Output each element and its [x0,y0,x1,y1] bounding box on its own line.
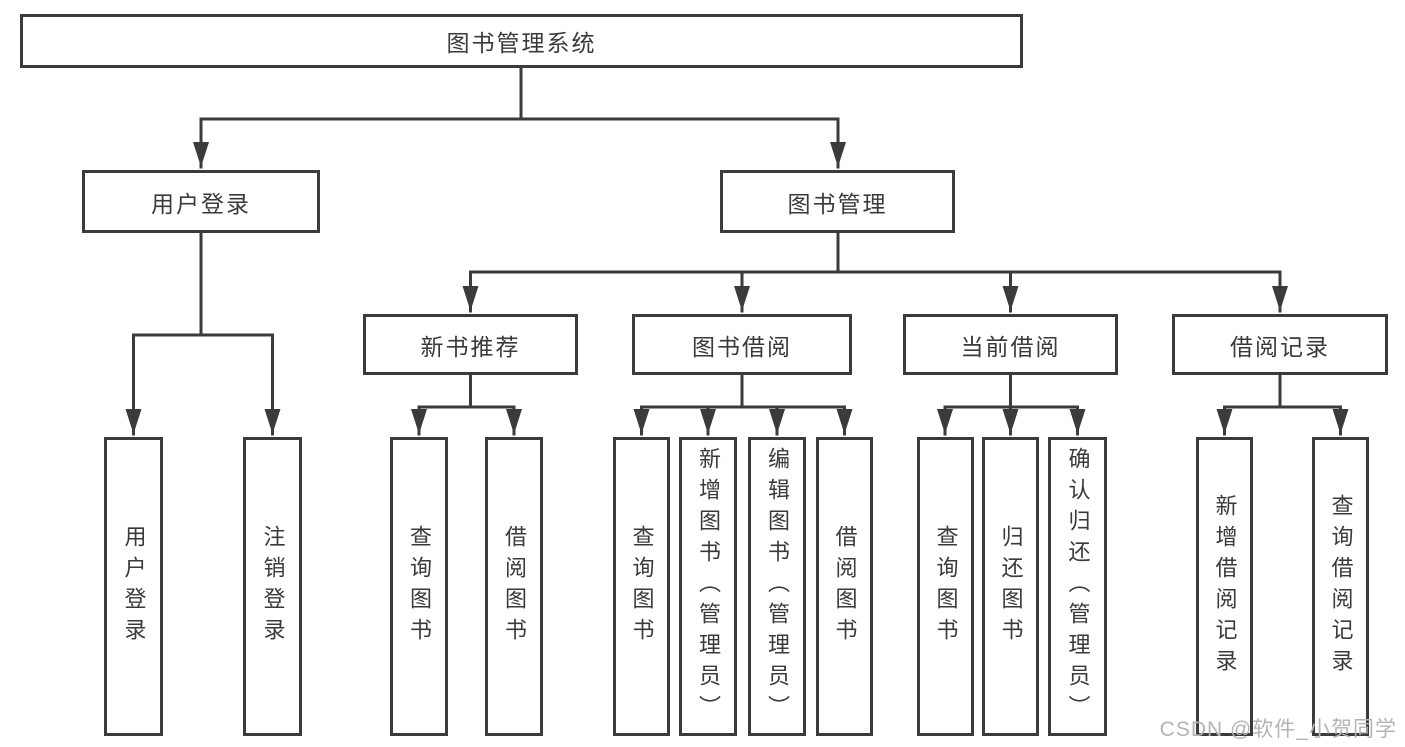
leaf-newbooks-borrow-books: 借阅图书 [485,437,543,736]
edge-book-management-to-sections [462,231,1288,313]
leaf-records-query-record: 查询借阅记录 [1312,437,1369,736]
node-root-system: 图书管理系统 [20,14,1023,68]
leaf-records-add-record: 新增借阅记录 [1196,437,1253,736]
leaf-label: 新增图书（管理员） [696,447,721,726]
edge-current-borrow-to-leaves [937,373,1086,436]
leaf-user-login: 用户登录 [104,437,163,736]
node-book-management: 图书管理 [720,170,955,233]
leaf-label: 确认归还（管理员） [1065,447,1091,726]
leaf-label: 归还图书 [998,524,1024,649]
leaf-label: 借阅图书 [832,524,858,649]
leaf-label: 用户登录 [121,524,147,649]
leaf-borrow-edit-books-admin: 编辑图书（管理员） [748,437,806,736]
node-new-book-recommend: 新书推荐 [363,314,578,375]
leaf-label: 查询图书 [933,524,959,649]
leaf-label: 注销登录 [260,524,286,649]
node-current-borrow: 当前借阅 [903,314,1118,375]
leaf-label: 编辑图书（管理员） [765,447,790,726]
leaf-newbooks-query-books: 查询图书 [390,437,448,736]
node-user-login: 用户登录 [82,170,320,233]
leaf-current-query-books: 查询图书 [917,437,974,736]
leaf-label: 借阅图书 [502,524,527,649]
leaf-logout: 注销登录 [243,437,302,736]
leaf-current-return-books: 归还图书 [982,437,1039,736]
leaf-label: 新增借阅记录 [1212,493,1238,680]
leaf-current-confirm-return-admin: 确认归还（管理员） [1048,437,1107,736]
leaf-borrow-add-books-admin: 新增图书（管理员） [679,437,737,736]
edge-root-to-level1 [193,66,846,169]
node-book-borrow: 图书借阅 [632,314,852,375]
leaf-label: 查询借阅记录 [1328,493,1354,680]
leaf-borrow-query-books: 查询图书 [613,437,670,736]
leaf-label: 查询图书 [629,524,655,649]
edge-user-login-to-leaves [125,231,281,436]
edge-new-books-to-leaves [411,373,522,436]
leaf-label: 查询图书 [407,524,432,649]
edge-borrow-records-to-leaves [1216,373,1349,436]
edge-book-borrow-to-leaves [633,373,853,436]
leaf-borrow-borrow-books: 借阅图书 [816,437,873,736]
node-borrow-records: 借阅记录 [1172,314,1388,375]
